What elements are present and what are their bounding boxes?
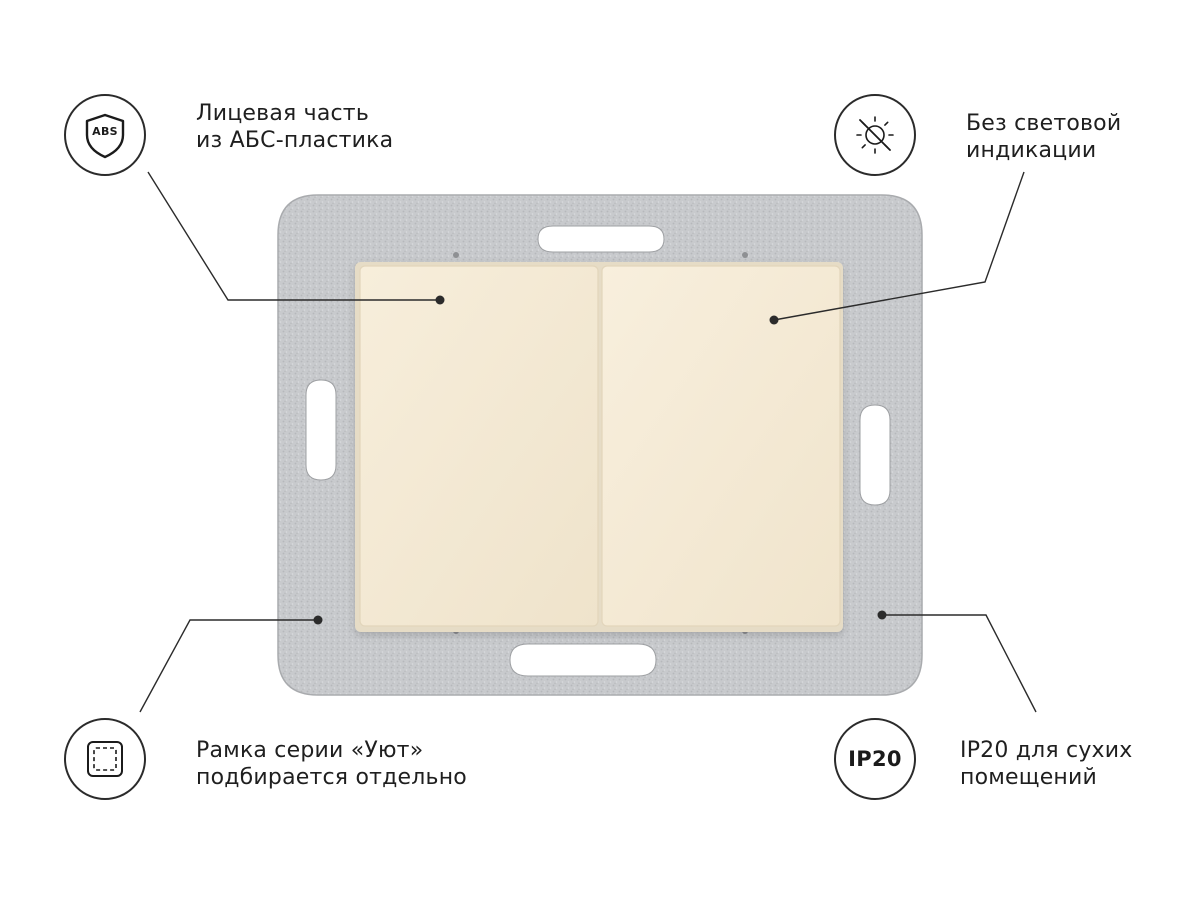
- indication-label: Без световой индикации: [966, 110, 1121, 164]
- frame-badge: [64, 718, 146, 800]
- frame-label: Рамка серии «Уют» подбирается отдельно: [196, 737, 467, 791]
- left-switch-key: [359, 265, 599, 627]
- callout-dots: [313, 295, 887, 625]
- frame-line-2: подбирается отдельно: [196, 765, 467, 790]
- face-material-label: Лицевая часть из АБС-пластика: [196, 100, 393, 154]
- protection-label: IP20 для сухих помещений: [960, 737, 1133, 791]
- ip20-badge: IP20: [834, 718, 916, 800]
- dashed-square-icon: [87, 741, 123, 777]
- frame-line-1: Рамка серии «Уют»: [196, 738, 424, 763]
- crossed-sun-icon: [856, 116, 894, 154]
- right-switch-key: [601, 265, 841, 627]
- callout-lines: [139, 171, 1037, 713]
- face-material-line-1: Лицевая часть: [196, 101, 369, 126]
- abs-badge: ABS: [64, 94, 146, 176]
- abs-badge-text: ABS: [92, 125, 118, 138]
- ip20-icon: IP20: [848, 747, 902, 771]
- indication-line-1: Без световой: [966, 111, 1122, 136]
- indication-line-2: индикации: [966, 138, 1097, 163]
- abs-shield-icon: [85, 113, 125, 159]
- indication-badge: [834, 94, 916, 176]
- protection-line-1: IP20 для сухих: [960, 738, 1133, 763]
- face-material-line-2: из АБС-пластика: [196, 128, 394, 153]
- protection-line-2: помещений: [960, 765, 1098, 790]
